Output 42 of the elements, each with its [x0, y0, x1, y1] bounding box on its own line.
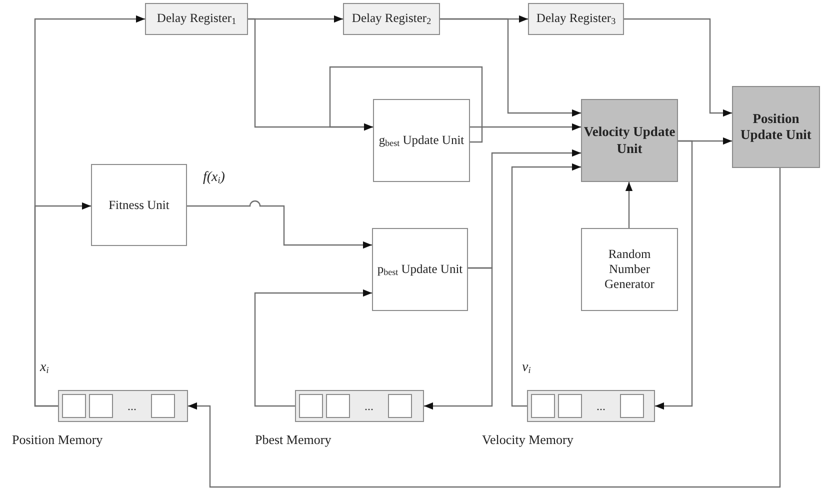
- unit-label: Velocity Update Unit: [582, 124, 676, 157]
- connector-arrow: [254, 289, 372, 407]
- connector-arrow: [34, 202, 91, 407]
- delay-register-box: [343, 3, 440, 35]
- connector-arrow: [329, 66, 483, 143]
- connector-arrow: [625, 182, 633, 228]
- memory-register: [295, 390, 424, 422]
- unit-label: Fitness Unit: [108, 198, 170, 212]
- unit-label: p$_{best}$ Update Unit: [376, 262, 464, 278]
- memory-ellipsis: ...: [596, 400, 606, 412]
- unit-label: g$_{best}$ Update Unit: [378, 132, 466, 148]
- connector-arrow: [440, 18, 581, 117]
- signal-label: v$_{i}$: [522, 360, 531, 376]
- unit-label: Random Number Generator: [604, 247, 656, 292]
- memory-caption: Pbest Memory: [255, 432, 332, 448]
- memory-caption: Position Memory: [12, 432, 103, 448]
- memory-register: [527, 390, 655, 422]
- signal-label: x$_{i}$: [40, 360, 49, 376]
- connector-arrow: [624, 18, 732, 117]
- connector-arrow: [655, 140, 693, 410]
- update-unit-box: [732, 86, 820, 168]
- process-box: [581, 228, 678, 311]
- unit-label: Delay Register$_{3}$: [535, 11, 617, 27]
- unit-label: Delay Register$_{1}$: [156, 11, 238, 27]
- connector-arrow: [470, 123, 581, 131]
- process-box: [91, 164, 187, 246]
- connector-arrow: [187, 200, 372, 249]
- signal-label: f(x$_{i}$): [203, 170, 225, 186]
- connector-arrow: [511, 163, 581, 407]
- memory-ellipsis: ...: [126, 400, 138, 412]
- delay-register-box: [145, 3, 248, 35]
- unit-label: Delay Register$_{2}$: [350, 11, 432, 27]
- memory-caption: Velocity Memory: [482, 432, 574, 448]
- process-box: [372, 228, 468, 311]
- memory-register: [58, 390, 188, 422]
- connector-arrow: [188, 168, 781, 488]
- process-box: [373, 99, 470, 182]
- memory-ellipsis: ...: [364, 400, 374, 412]
- update-unit-box: [581, 99, 678, 182]
- connector-arrow: [424, 267, 493, 410]
- unit-label: Position Update Unit: [740, 110, 812, 144]
- delay-register-box: [528, 3, 624, 35]
